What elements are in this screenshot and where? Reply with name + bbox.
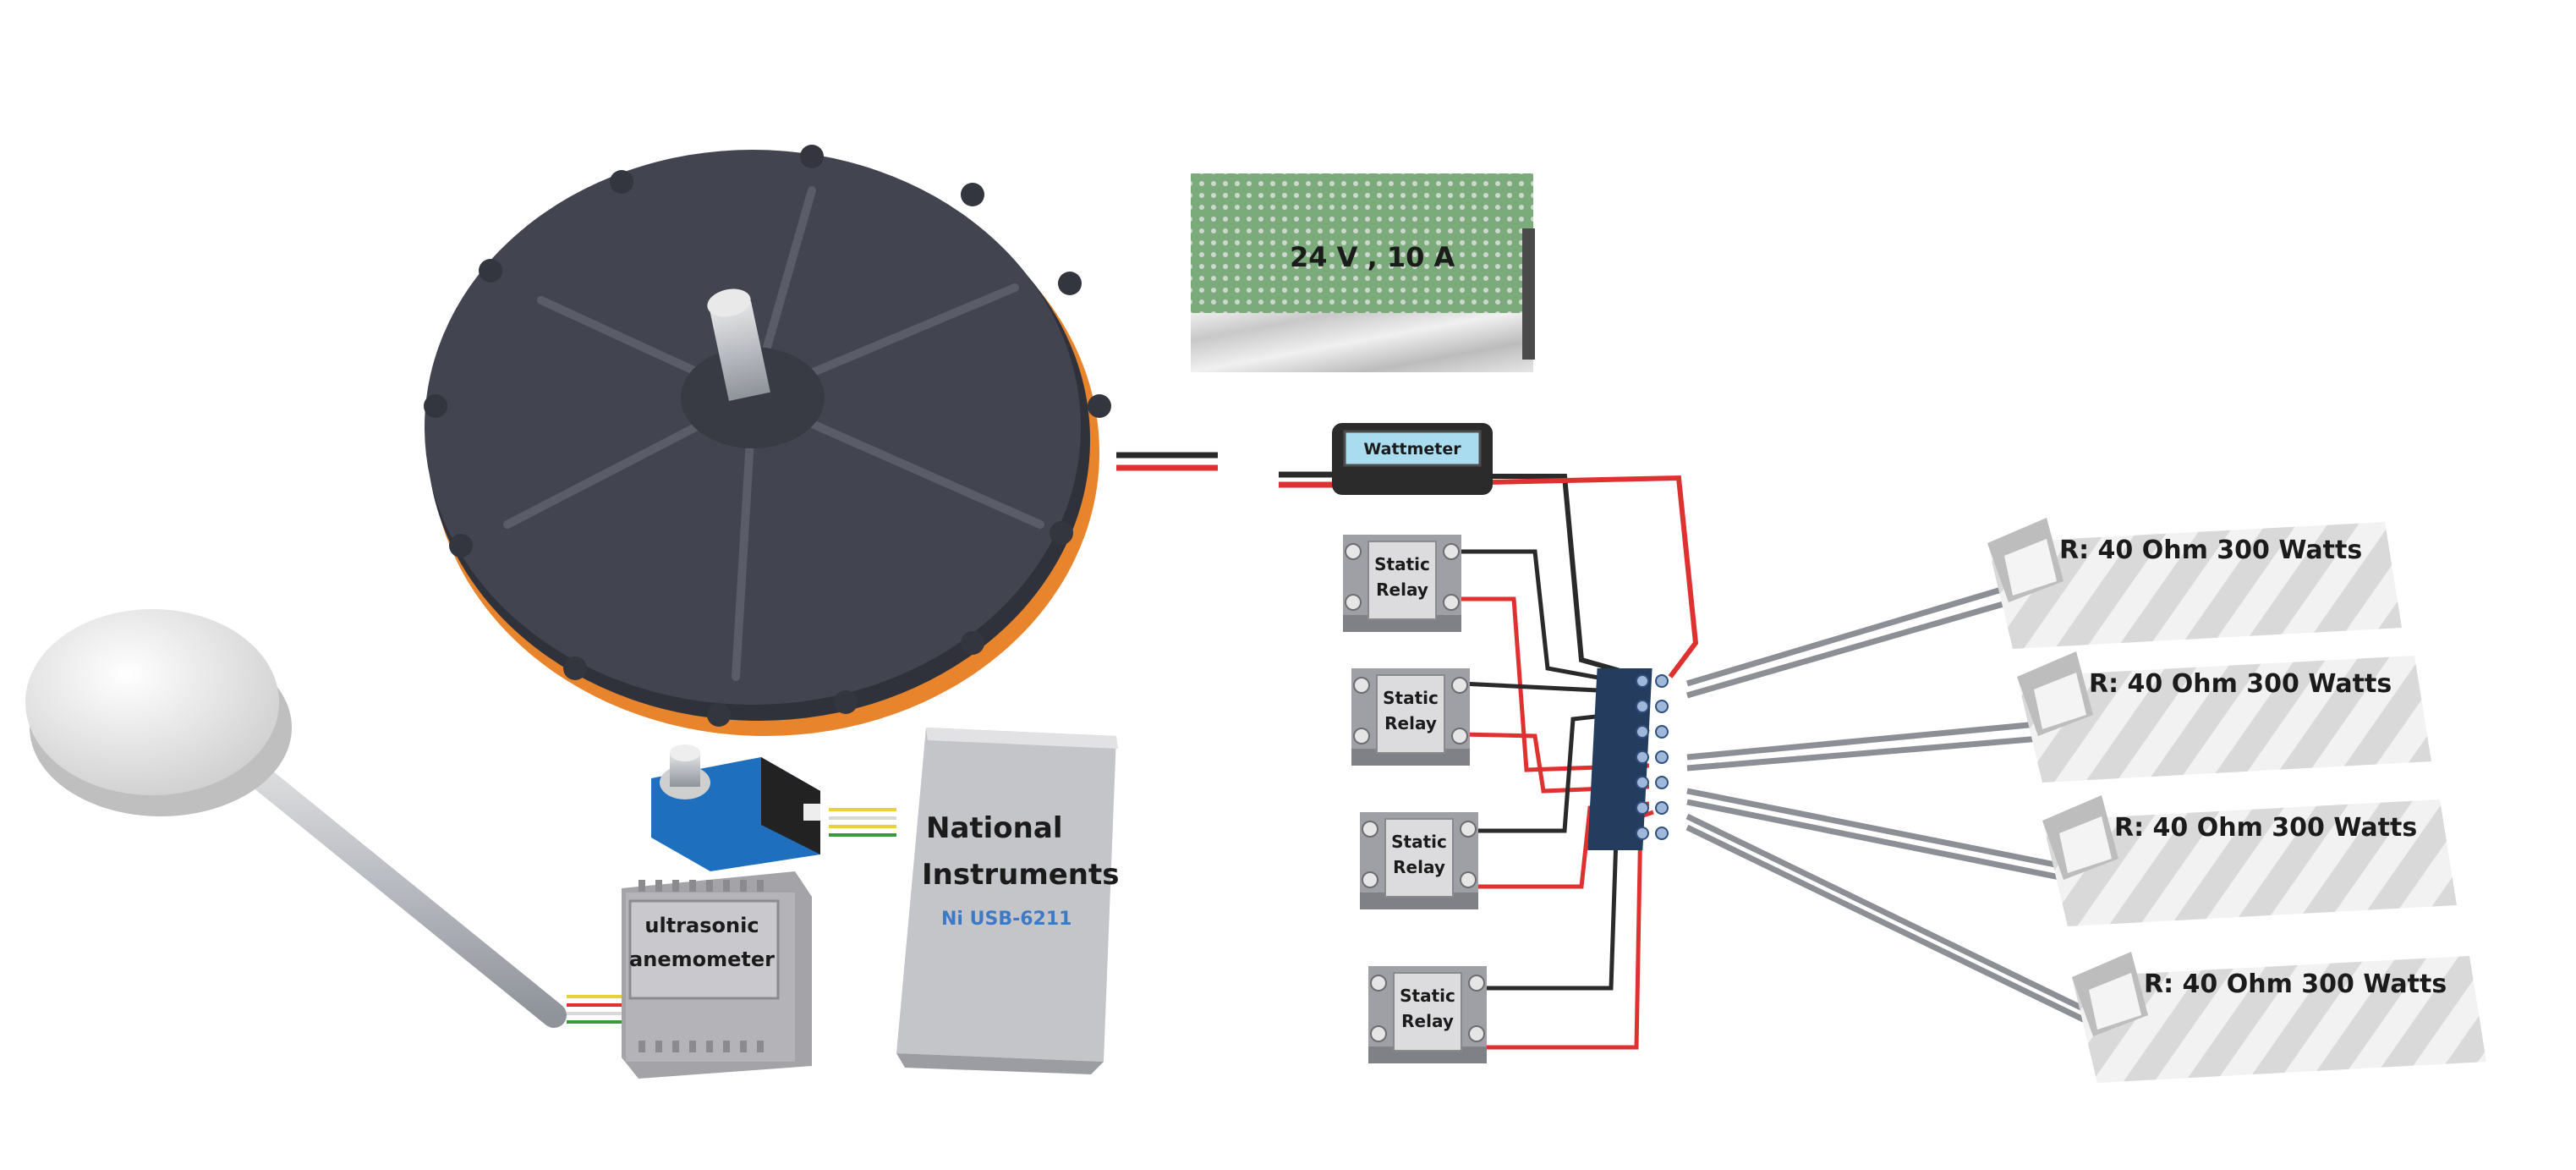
sensor-head-icon	[25, 609, 567, 1028]
relay-group: StaticRelayStaticRelayStaticRelayStaticR…	[1343, 535, 1487, 1063]
relay-label-line2: Relay	[1384, 713, 1437, 733]
terminal-block-icon	[1587, 668, 1669, 850]
daq-label-line1: National	[926, 811, 1062, 845]
anemometer-wires	[567, 995, 622, 1024]
wattmeter-out-black	[1488, 474, 1642, 679]
anemometer-label-line1: ultrasonic	[644, 914, 759, 937]
resistor-label: R: 40 Ohm 300 Watts	[2144, 970, 2447, 999]
encoder-wires	[829, 808, 896, 837]
resistor-label: R: 40 Ohm 300 Watts	[2089, 669, 2392, 699]
relay-label-line1: Static	[1374, 554, 1430, 574]
power-supply-label: 24 V , 10 A	[1290, 241, 1455, 273]
power-supply-icon: 24 V , 10 A	[1191, 173, 1535, 372]
daq-box-icon: National Instruments Ni USB-6211	[896, 728, 1120, 1074]
relay-label-line2: Relay	[1376, 580, 1428, 600]
resistor-label: R: 40 Ohm 300 Watts	[2059, 536, 2362, 565]
encoder-icon	[651, 744, 820, 871]
wattmeter-out-red	[1488, 475, 1699, 678]
daq-label-line2: Instruments	[922, 858, 1120, 892]
power-resistor-icon: R: 40 Ohm 300 Watts	[1987, 518, 2402, 649]
power-resistor-icon: R: 40 Ohm 300 Watts	[2072, 952, 2486, 1083]
anemometer-label-line2: anemometer	[629, 948, 775, 971]
resistor-label: R: 40 Ohm 300 Watts	[2114, 813, 2417, 843]
resistor-leads	[1685, 580, 2129, 1044]
daq-model-label: Ni USB-6211	[941, 909, 1072, 930]
power-resistor-icon: R: 40 Ohm 300 Watts	[2017, 651, 2431, 783]
wiring	[567, 452, 2129, 1050]
wattmeter-icon: Wattmeter	[1332, 423, 1493, 495]
relay1-wire-black	[1453, 549, 1650, 689]
relay-label-line1: Static	[1400, 986, 1455, 1006]
wattmeter-label: Wattmeter	[1363, 440, 1461, 459]
relay-label-line2: Relay	[1401, 1011, 1454, 1031]
relay-label-line2: Relay	[1393, 857, 1445, 877]
relay4-wire-red	[1478, 810, 1654, 1050]
relay-label-line1: Static	[1391, 832, 1447, 852]
anemometer-icon: ultrasonic anemometer	[622, 871, 812, 1079]
power-resistor-icon: R: 40 Ohm 300 Watts	[2042, 795, 2457, 926]
relay-label-line1: Static	[1383, 688, 1439, 708]
wind-generator-icon	[424, 145, 1111, 736]
